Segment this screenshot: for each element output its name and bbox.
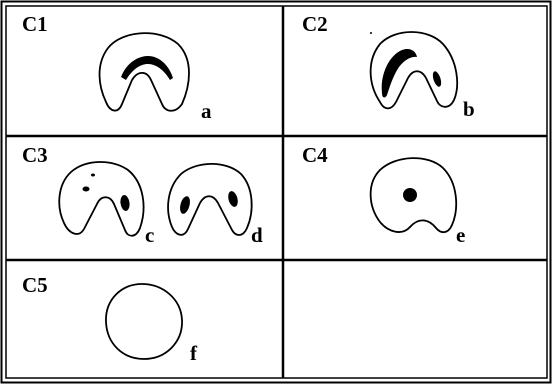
item-letter-c: c — [145, 223, 154, 247]
item-letter-e: e — [456, 223, 465, 247]
arch-outline-a — [98, 32, 190, 112]
dot-mark-c2 — [82, 186, 90, 192]
panel-c3: C3 c d — [22, 143, 263, 247]
shape-a: a — [98, 32, 212, 123]
item-letter-b: b — [463, 97, 475, 121]
dot-mark-e — [403, 188, 417, 202]
panel-label-c4: C4 — [302, 143, 328, 167]
arch-outline-b — [369, 31, 459, 110]
panel-c4: C4 e — [302, 143, 465, 247]
panel-label-c5: C5 — [22, 273, 48, 297]
shape-c: c — [58, 161, 154, 247]
panel-label-c1: C1 — [22, 12, 48, 36]
dot-mark-d1 — [180, 196, 190, 214]
dot-mark-b — [432, 71, 442, 87]
blob-outline-e — [369, 157, 458, 234]
shape-e: e — [369, 157, 465, 247]
item-letter-a: a — [201, 99, 212, 123]
dot-mark-c1 — [91, 173, 95, 177]
panel-c2: C2 b — [302, 12, 475, 121]
dot-mark-d2 — [228, 191, 238, 207]
panel-c1: C1 a — [22, 12, 212, 123]
dot-mark-c3 — [120, 195, 130, 211]
speck — [370, 32, 372, 34]
inner-border — [5, 5, 548, 379]
shape-b: b — [369, 31, 475, 121]
panel-label-c3: C3 — [22, 143, 48, 167]
crescent-mark-b — [381, 48, 417, 98]
arc-mark-a — [121, 56, 173, 80]
arch-outline-d — [167, 163, 253, 236]
shape-f: f — [105, 283, 198, 365]
panel-c5: C5 f — [22, 273, 198, 365]
circle-outline-f — [105, 283, 183, 360]
arch-outline-c — [58, 161, 145, 237]
item-letter-f: f — [190, 341, 198, 365]
panel-label-c2: C2 — [302, 12, 328, 36]
shape-d: d — [167, 163, 263, 247]
item-letter-d: d — [251, 223, 263, 247]
